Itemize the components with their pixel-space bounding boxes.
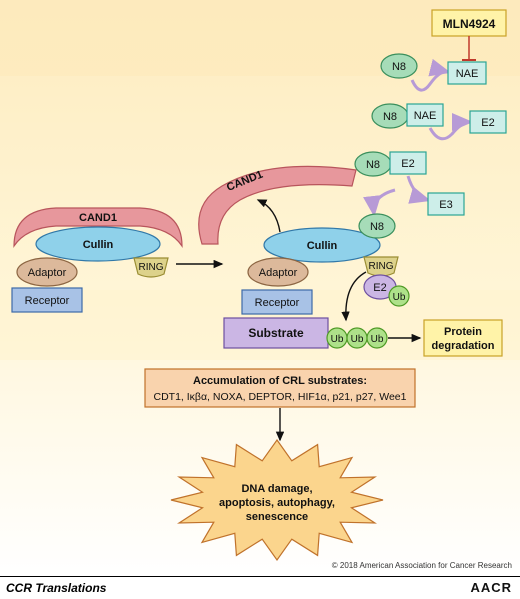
svg-text:Ub: Ub xyxy=(331,334,344,345)
n8-oval-2: N8 xyxy=(371,103,409,129)
outcome-burst: DNA damage, apoptosis, autophagy, senesc… xyxy=(170,438,384,562)
svg-text:Ub: Ub xyxy=(351,334,364,345)
svg-text:Adaptor: Adaptor xyxy=(28,267,67,279)
ring-left: RING xyxy=(133,257,169,278)
receptor-right: Receptor xyxy=(241,289,313,315)
svg-text:Cullin: Cullin xyxy=(307,240,338,252)
transfer-arrow-1 xyxy=(410,58,451,92)
svg-text:E2: E2 xyxy=(373,282,386,294)
nae-box-2: NAE xyxy=(406,103,444,127)
svg-text:MLN4924: MLN4924 xyxy=(443,17,496,31)
svg-text:Receptor: Receptor xyxy=(255,297,300,309)
svg-text:Substrate: Substrate xyxy=(248,326,304,340)
n8-oval-1: N8 xyxy=(380,53,418,79)
svg-text:Cullin: Cullin xyxy=(83,239,114,251)
svg-text:NAE: NAE xyxy=(414,110,437,122)
e2-box-2: E2 xyxy=(389,151,427,175)
svg-text:E3: E3 xyxy=(439,199,452,211)
cullin-right: Cullin xyxy=(263,227,381,263)
e3-box: E3 xyxy=(427,192,465,216)
svg-text:degradation: degradation xyxy=(432,340,495,352)
n8-oval-attached: N8 xyxy=(358,213,396,239)
svg-text:Ub: Ub xyxy=(393,292,406,303)
svg-text:DNA damage,: DNA damage, xyxy=(241,483,312,495)
ring-right: RING xyxy=(363,256,399,277)
transfer-arrow-2 xyxy=(428,113,473,141)
ub-chain-1: Ub xyxy=(326,327,348,349)
svg-text:N8: N8 xyxy=(383,111,397,123)
copyright-text: © 2018 American Association for Cancer R… xyxy=(332,561,512,570)
svg-text:RING: RING xyxy=(139,262,164,273)
aacr-logo: AACR xyxy=(470,580,512,595)
e2-box-1: E2 xyxy=(469,110,507,134)
accumulation-box: Accumulation of CRL substrates: CDT1, Iκ… xyxy=(144,368,416,408)
svg-text:NAE: NAE xyxy=(456,68,479,80)
svg-text:senescence: senescence xyxy=(246,511,308,523)
transfer-arrow-4 xyxy=(363,188,396,217)
svg-text:RING: RING xyxy=(369,261,394,272)
receptor-left: Receptor xyxy=(11,287,83,313)
ub-chain-3: Ub xyxy=(366,327,388,349)
svg-text:Protein: Protein xyxy=(444,326,482,338)
svg-text:E2: E2 xyxy=(481,117,494,129)
svg-text:Ub: Ub xyxy=(371,334,384,345)
adaptor-right: Adaptor xyxy=(247,257,309,287)
adaptor-left: Adaptor xyxy=(16,257,78,287)
svg-text:N8: N8 xyxy=(370,221,384,233)
series-title: CCR Translations xyxy=(6,581,107,595)
ubiquitin-transfer-arrow xyxy=(341,271,367,322)
svg-text:Adaptor: Adaptor xyxy=(259,267,298,279)
cand1-arc-left: CAND1 xyxy=(13,207,183,248)
ub-on-e2: Ub xyxy=(388,285,410,307)
mln4924-box: MLN4924 xyxy=(431,9,507,37)
n8-oval-3: N8 xyxy=(354,151,392,177)
e2-oval-right: E2 xyxy=(363,274,397,300)
footer-bar: CCR Translations AACR xyxy=(0,576,520,599)
protein-degradation-box: Protein degradation xyxy=(423,319,503,357)
svg-text:CAND1: CAND1 xyxy=(79,212,117,224)
svg-text:apoptosis, autophagy,: apoptosis, autophagy, xyxy=(219,497,335,509)
cand1-release-arrow xyxy=(256,199,281,233)
ub-chain-2: Ub xyxy=(346,327,368,349)
svg-text:N8: N8 xyxy=(366,159,380,171)
svg-text:E2: E2 xyxy=(401,158,414,170)
transfer-arrow-3 xyxy=(406,175,431,204)
cullin-left: Cullin xyxy=(35,226,161,262)
svg-text:Accumulation of CRL substrates: Accumulation of CRL substrates: xyxy=(193,375,367,387)
nae-box-1: NAE xyxy=(447,61,487,85)
svg-text:N8: N8 xyxy=(392,61,406,73)
diagram-svg: MLN4924 N8 NAE N8 NAE E2 N8 E2 E3 xyxy=(0,0,520,576)
svg-text:CDT1, Iκβα, NOXA, DEPTOR, HIF1: CDT1, Iκβα, NOXA, DEPTOR, HIF1α, p21, p2… xyxy=(154,391,407,403)
substrate-box: Substrate xyxy=(223,317,329,349)
svg-text:Receptor: Receptor xyxy=(25,295,70,307)
